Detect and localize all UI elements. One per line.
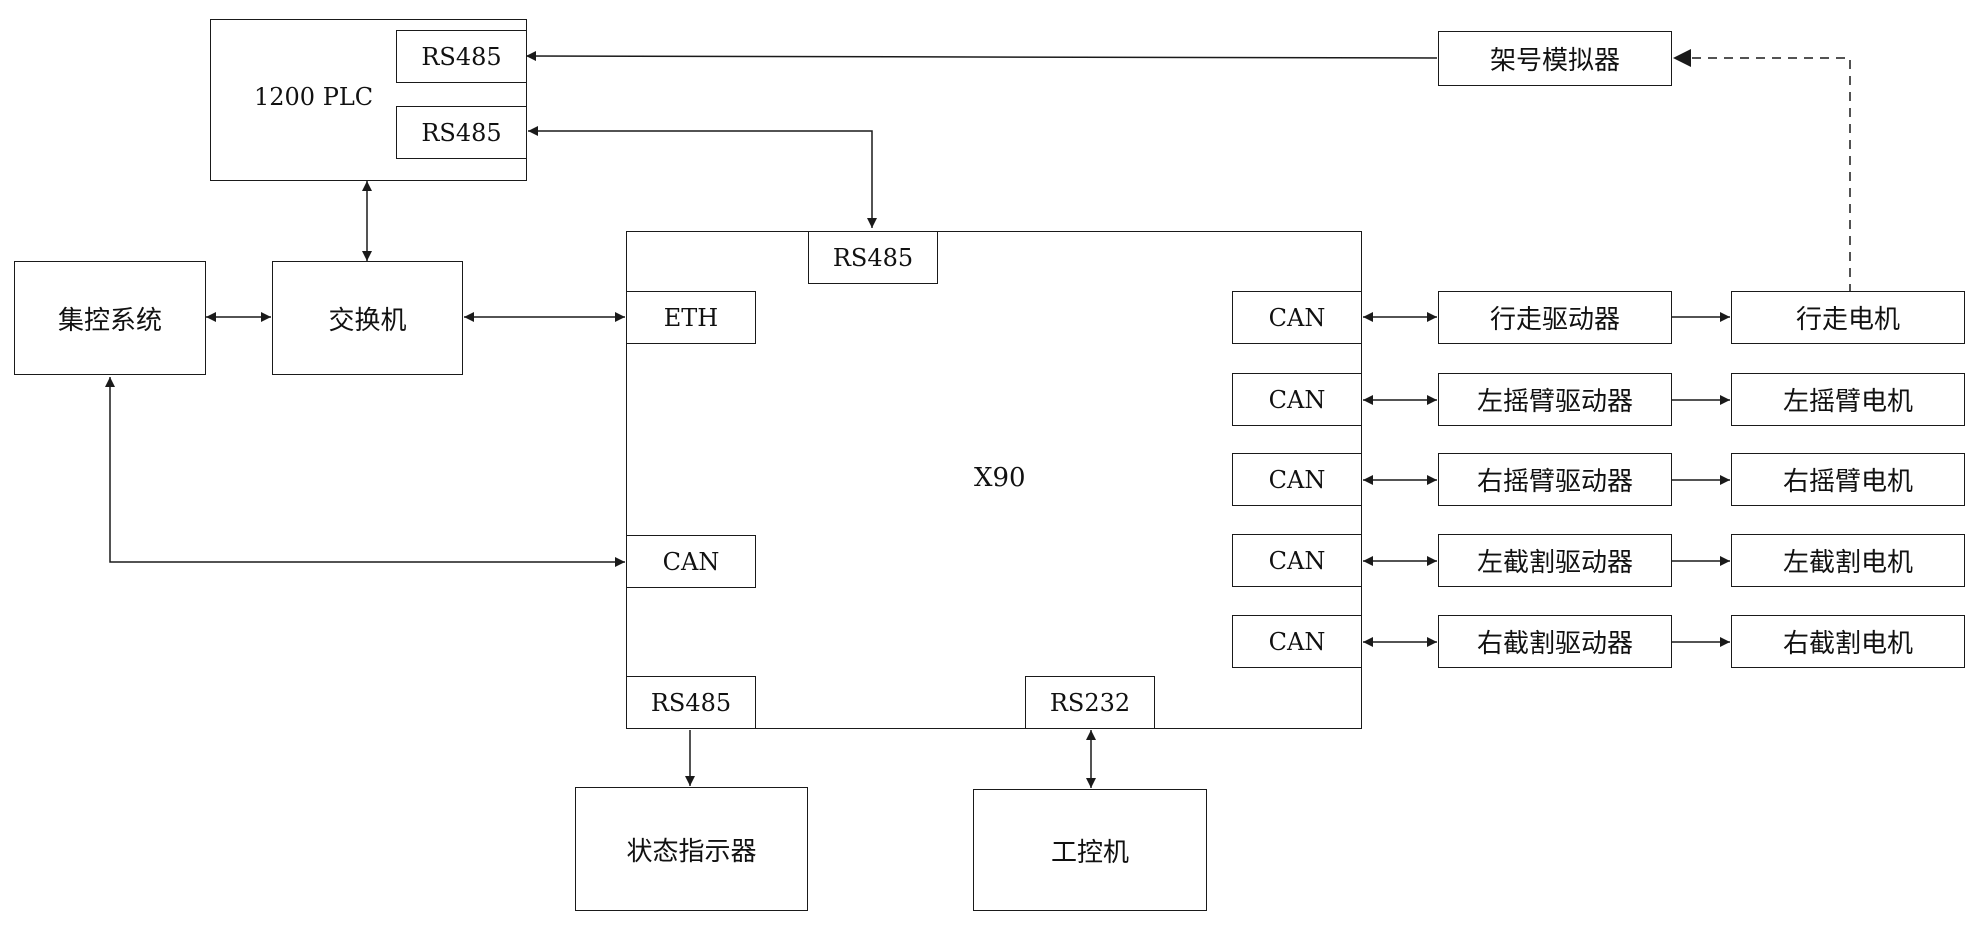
switch-box: 交换机 [272, 261, 463, 375]
link-motor-to-rack-sim [1673, 49, 1851, 293]
motor-box-4: 左截割电机 [1731, 534, 1965, 587]
plc-label: 1200 PLC [254, 83, 374, 111]
driver-box-3: 右摇臂驱动器 [1438, 453, 1672, 506]
x90-can-port-5: CAN [1232, 615, 1362, 668]
motor-box-3: 右摇臂电机 [1731, 453, 1965, 506]
plc-rs485-port-a: RS485 [396, 30, 527, 83]
x90-can-left-port: CAN [626, 535, 756, 588]
link-rack-sim-to-plc [525, 51, 1438, 62]
x90-label: X90 [974, 463, 1026, 493]
industrial-pc-box: 工控机 [973, 789, 1207, 911]
x90-can-port-4: CAN [1232, 534, 1362, 587]
plc-rs485-port-b: RS485 [396, 106, 527, 159]
x90-eth-port: ETH [626, 291, 756, 344]
motor-box-1: 行走电机 [1731, 291, 1965, 344]
driver-box-5: 右截割驱动器 [1438, 615, 1672, 668]
driver-box-1: 行走驱动器 [1438, 291, 1672, 344]
x90-can-port-3: CAN [1232, 453, 1362, 506]
link-plc-to-x90-rs485 [528, 126, 877, 228]
x90-rs232-port: RS232 [1025, 676, 1155, 729]
rack-simulator-box: 架号模拟器 [1438, 31, 1672, 86]
driver-box-4: 左截割驱动器 [1438, 534, 1672, 587]
link-central-to-can [105, 377, 625, 567]
x90-can-port-2: CAN [1232, 373, 1362, 426]
x90-rs485-bottom-port: RS485 [626, 676, 756, 729]
central-control-box: 集控系统 [14, 261, 206, 375]
x90-can-port-1: CAN [1232, 291, 1362, 344]
x90-rs485-top-port: RS485 [808, 231, 938, 284]
motor-box-2: 左摇臂电机 [1731, 373, 1965, 426]
motor-box-5: 右截割电机 [1731, 615, 1965, 668]
driver-box-2: 左摇臂驱动器 [1438, 373, 1672, 426]
status-indicator-box: 状态指示器 [575, 787, 808, 911]
